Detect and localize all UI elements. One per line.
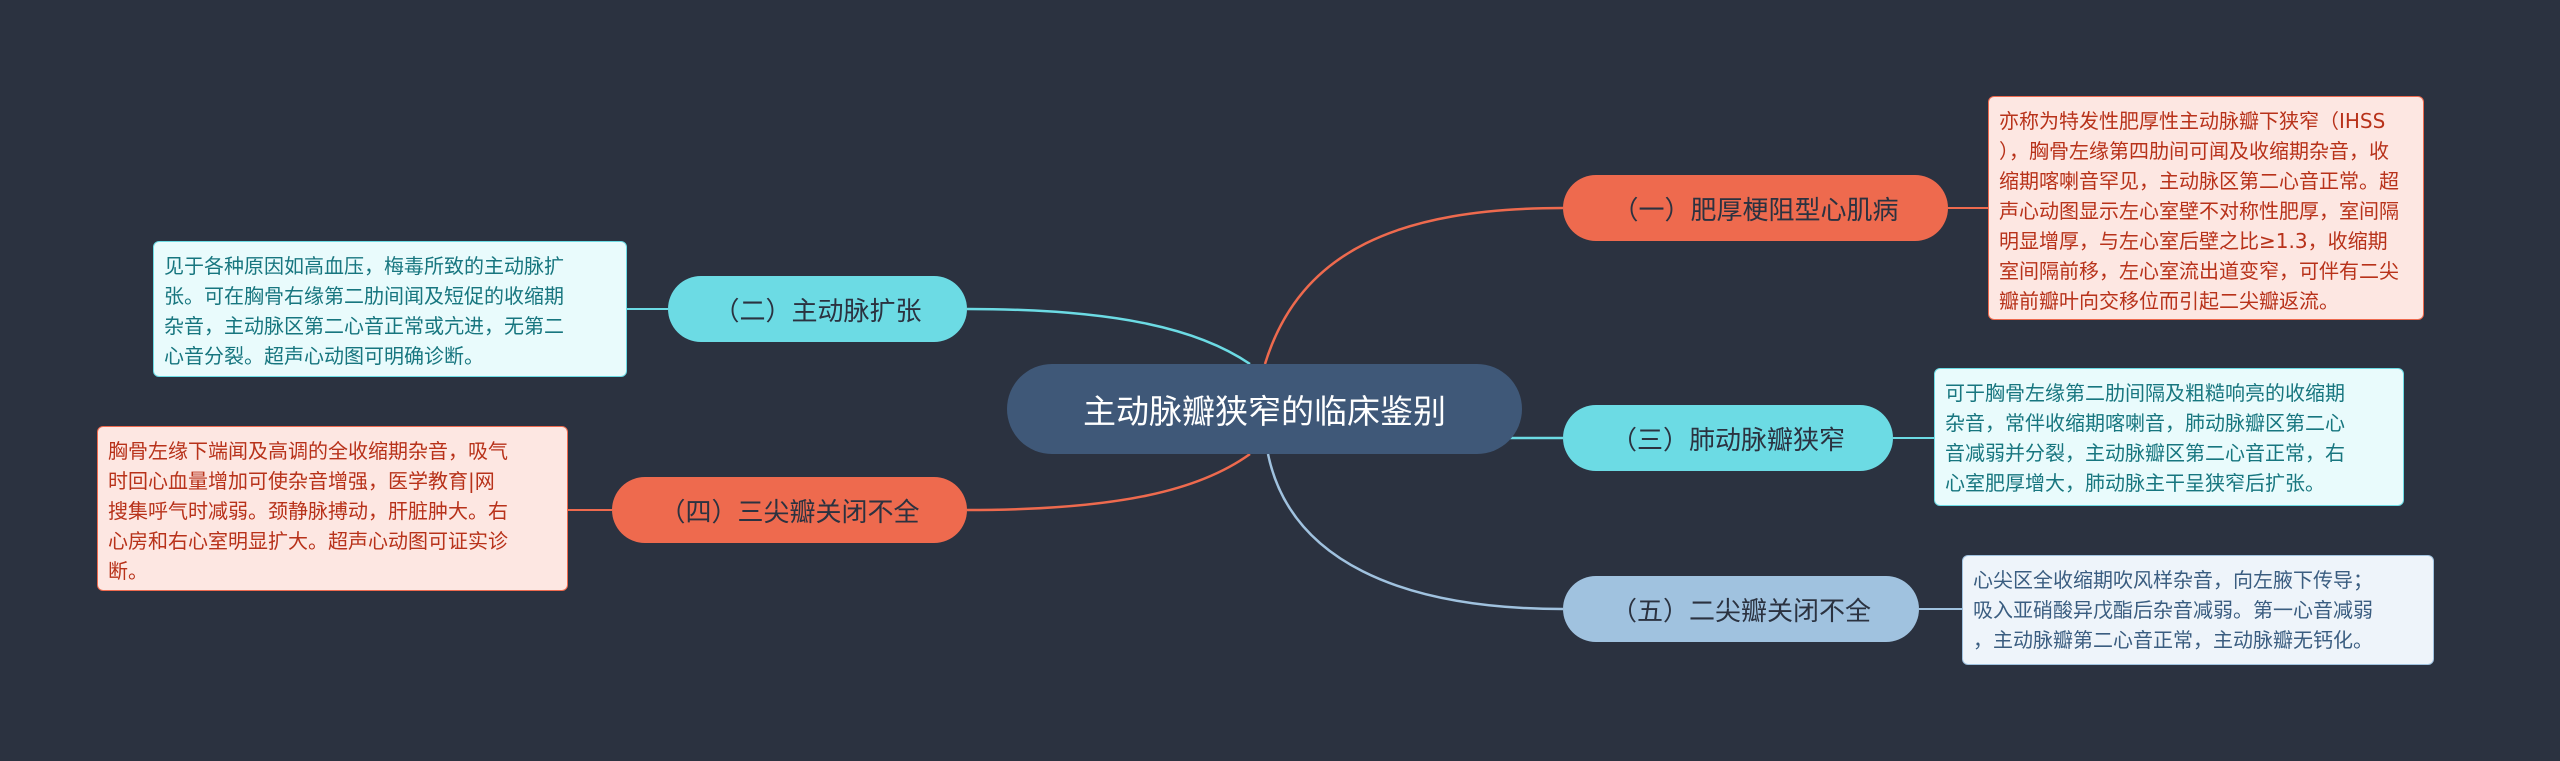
branch-hypertrophic-cardiomyopathy[interactable]: （一）肥厚梗阻型心肌病 [1563, 175, 1948, 241]
note-pulmonary-stenosis: 可于胸骨左缘第二肋间隔及粗糙响亮的收缩期 杂音，常伴收缩期喀喇音，肺动脉瓣区第二… [1934, 368, 2404, 506]
note-hypertrophic-cardiomyopathy: 亦称为特发性肥厚性主动脉瓣下狭窄（IHSS ），胸骨左缘第四肋间可闻及收缩期杂音… [1988, 96, 2424, 320]
note-mitral-regurgitation: 心尖区全收缩期吹风样杂音，向左腋下传导； 吸入亚硝酸异戊酯后杂音减弱。第一心音减… [1962, 555, 2434, 665]
central-topic[interactable]: 主动脉瓣狭窄的临床鉴别 [1007, 364, 1522, 454]
branch-aortic-dilation[interactable]: （二）主动脉扩张 [668, 276, 967, 342]
note-tricuspid-regurgitation: 胸骨左缘下端闻及高调的全收缩期杂音，吸气 时回心血量增加可使杂音增强，医学教育|… [97, 426, 568, 591]
branch-pulmonary-stenosis[interactable]: （三）肺动脉瓣狭窄 [1563, 405, 1893, 471]
edge-center-to-branch-1 [1263, 206, 1564, 365]
branch-label: （五）二尖瓣关闭不全 [1610, 596, 1871, 627]
branch-label: （三）肺动脉瓣狭窄 [1610, 425, 1845, 456]
edge-center-to-branch-5 [1266, 453, 1564, 611]
edge-center-to-branch-2 [966, 307, 1251, 366]
branch-mitral-regurgitation[interactable]: （五）二尖瓣关闭不全 [1563, 576, 1919, 642]
branch-label: （四）三尖瓣关闭不全 [659, 497, 920, 528]
branch-label: （一）肥厚梗阻型心肌病 [1612, 195, 1899, 226]
branch-label: （二）主动脉扩张 [713, 296, 922, 327]
edge-center-to-branch-4 [966, 452, 1251, 512]
central-topic-label: 主动脉瓣狭窄的临床鉴别 [1083, 392, 1446, 431]
note-aortic-dilation: 见于各种原因如高血压，梅毒所致的主动脉扩 张。可在胸骨右缘第二肋间闻及短促的收缩… [153, 241, 627, 377]
branch-tricuspid-regurgitation[interactable]: （四）三尖瓣关闭不全 [612, 477, 967, 543]
